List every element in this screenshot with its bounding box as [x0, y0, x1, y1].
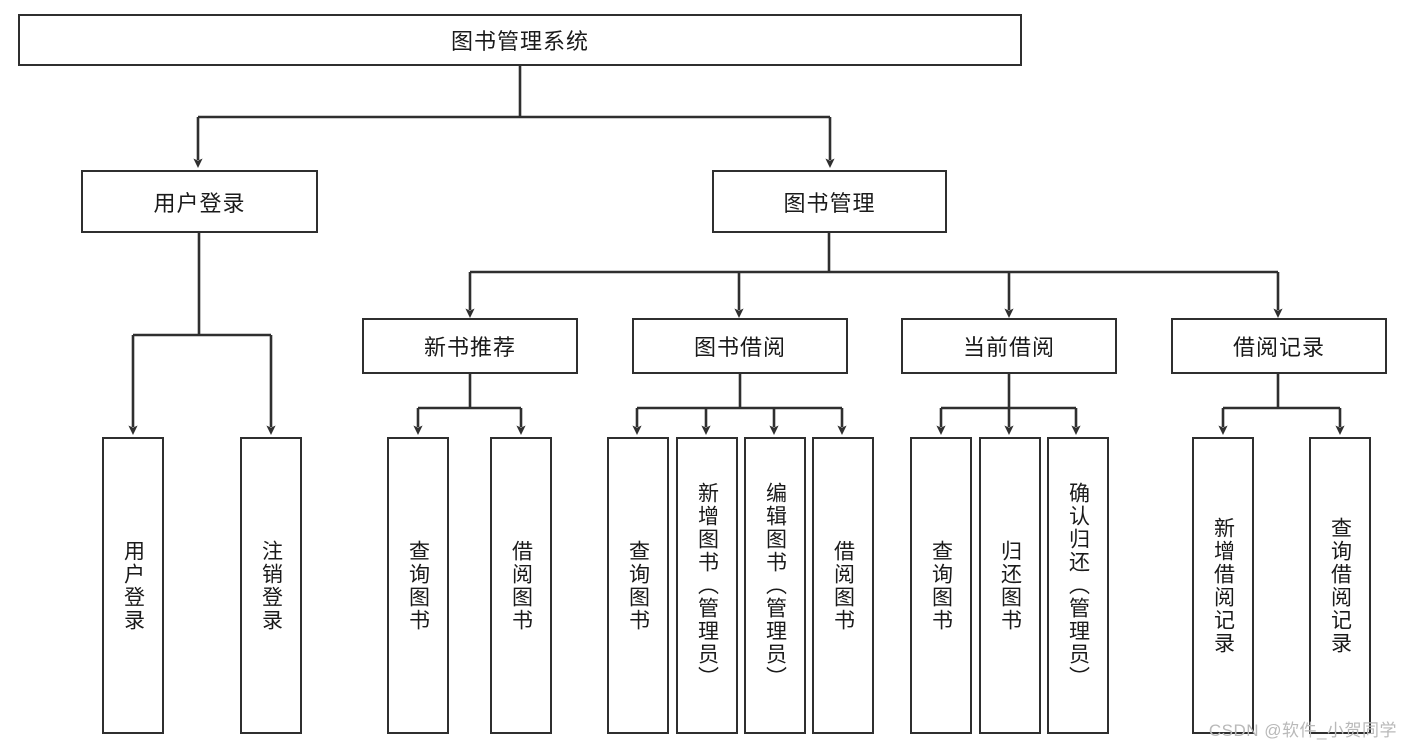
- node-label: 注销登录: [259, 539, 283, 632]
- leaf-user-login[interactable]: 用户登录: [102, 437, 164, 734]
- node-label: 借阅图书: [509, 539, 533, 632]
- node-current-borrow[interactable]: 当前借阅: [901, 318, 1117, 374]
- node-label: 用户登录: [153, 190, 246, 216]
- node-root-book-management-system[interactable]: 图书管理系统: [18, 14, 1022, 66]
- node-book-management[interactable]: 图书管理: [712, 170, 947, 233]
- node-label: 归还图书: [998, 539, 1022, 632]
- node-label: 查询图书: [929, 539, 953, 632]
- node-borrow-record[interactable]: 借阅记录: [1171, 318, 1387, 374]
- node-label: 借阅图书: [831, 539, 855, 632]
- leaf-borrow-book-recommend[interactable]: 借阅图书: [490, 437, 552, 734]
- watermark: CSDN @软件_小贺同学: [1208, 721, 1397, 740]
- node-label: 编辑图书（管理员）: [763, 482, 787, 689]
- node-book-borrow[interactable]: 图书借阅: [632, 318, 848, 374]
- node-user-login[interactable]: 用户登录: [81, 170, 318, 233]
- node-label: 查询借阅记录: [1328, 516, 1352, 655]
- node-label: 当前借阅: [962, 335, 1055, 360]
- node-label: 新书推荐: [423, 335, 516, 360]
- node-label: 新增借阅记录: [1211, 516, 1235, 655]
- node-label: 查询图书: [626, 539, 650, 632]
- node-label: 确认归还（管理员）: [1066, 482, 1090, 689]
- node-label: 图书管理系统: [450, 29, 589, 54]
- leaf-query-book-current[interactable]: 查询图书: [910, 437, 972, 734]
- node-label: 查询图书: [406, 539, 430, 632]
- leaf-add-book-admin[interactable]: 新增图书（管理员）: [676, 437, 738, 734]
- leaf-query-borrow-record[interactable]: 查询借阅记录: [1309, 437, 1371, 734]
- leaf-return-book[interactable]: 归还图书: [979, 437, 1041, 734]
- node-label: 图书管理: [783, 190, 876, 216]
- leaf-query-book-recommend[interactable]: 查询图书: [387, 437, 449, 734]
- leaf-borrow-book[interactable]: 借阅图书: [812, 437, 874, 734]
- leaf-confirm-return-admin[interactable]: 确认归还（管理员）: [1047, 437, 1109, 734]
- node-label: 新增图书（管理员）: [695, 482, 719, 689]
- node-label: 用户登录: [121, 539, 145, 632]
- leaf-logout[interactable]: 注销登录: [240, 437, 302, 734]
- leaf-edit-book-admin[interactable]: 编辑图书（管理员）: [744, 437, 806, 734]
- leaf-query-book-borrow[interactable]: 查询图书: [607, 437, 669, 734]
- node-label: 借阅记录: [1232, 335, 1325, 360]
- leaf-add-borrow-record[interactable]: 新增借阅记录: [1192, 437, 1254, 734]
- node-label: 图书借阅: [693, 335, 786, 360]
- node-new-book-recommend[interactable]: 新书推荐: [362, 318, 578, 374]
